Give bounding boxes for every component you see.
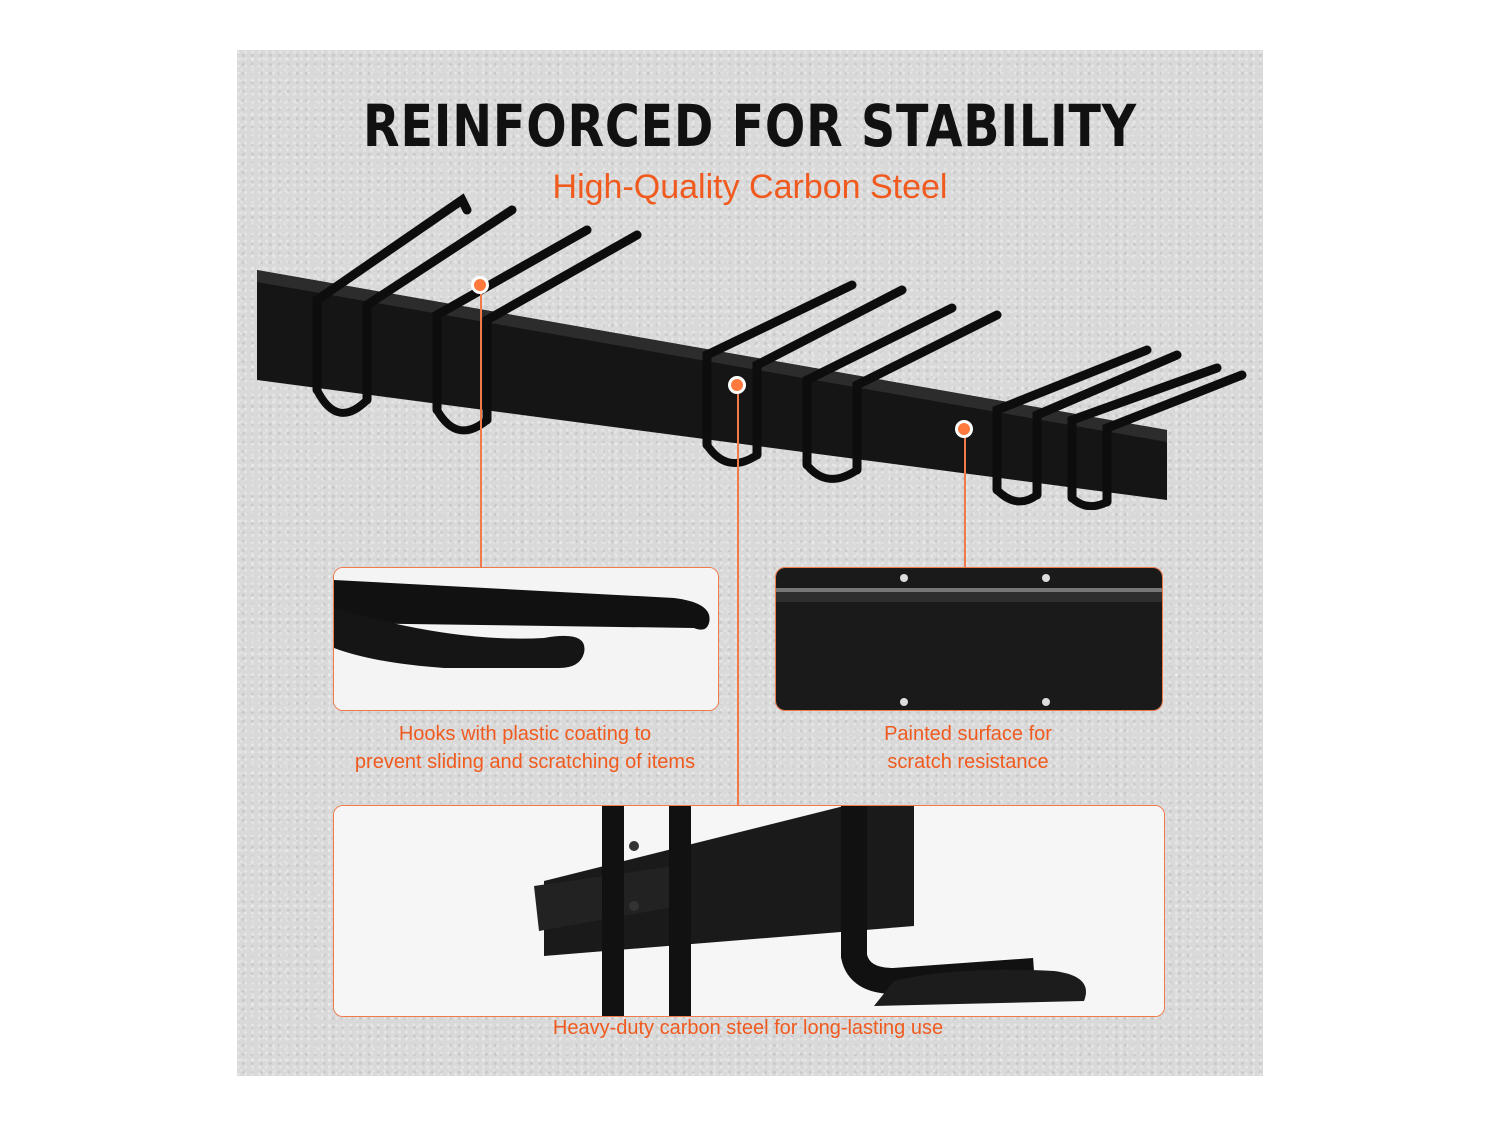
product-panel: REINFORCED FOR STABILITY High-Quality Ca… — [237, 50, 1263, 1076]
caption-paint: Painted surface for scratch resistance — [775, 720, 1161, 776]
connector-line-hooks — [480, 288, 482, 568]
coated-hook-closeup — [334, 568, 718, 710]
steel-bracket-closeup — [334, 806, 1164, 1016]
rack-illustration — [257, 193, 1247, 510]
caption-hooks-line1: Hooks with plastic coating to — [398, 723, 652, 745]
caption-steel-line1: Heavy-duty carbon steel for long-lasting… — [552, 1017, 944, 1039]
caption-paint-line1: Painted surface for — [884, 723, 1052, 745]
caption-hooks-line2: prevent sliding and scratching of items — [354, 751, 696, 773]
caption-steel: Heavy-duty carbon steel for long-lasting… — [333, 1014, 1163, 1042]
marker-dot-steel — [728, 376, 746, 394]
callout-hooks-image — [333, 567, 719, 711]
callout-paint-image — [775, 567, 1163, 711]
callout-steel-image — [333, 805, 1165, 1017]
marker-dot-hooks — [471, 276, 489, 294]
headline: REINFORCED FOR STABILITY — [362, 92, 1138, 160]
painted-rail-closeup — [776, 568, 1162, 710]
connector-line-steel — [737, 388, 739, 806]
connector-line-paint — [964, 432, 966, 568]
subheadline: High-Quality Carbon Steel — [552, 168, 948, 206]
caption-paint-line2: scratch resistance — [887, 751, 1049, 773]
caption-hooks: Hooks with plastic coating to prevent sl… — [307, 720, 743, 776]
marker-dot-paint — [955, 420, 973, 438]
